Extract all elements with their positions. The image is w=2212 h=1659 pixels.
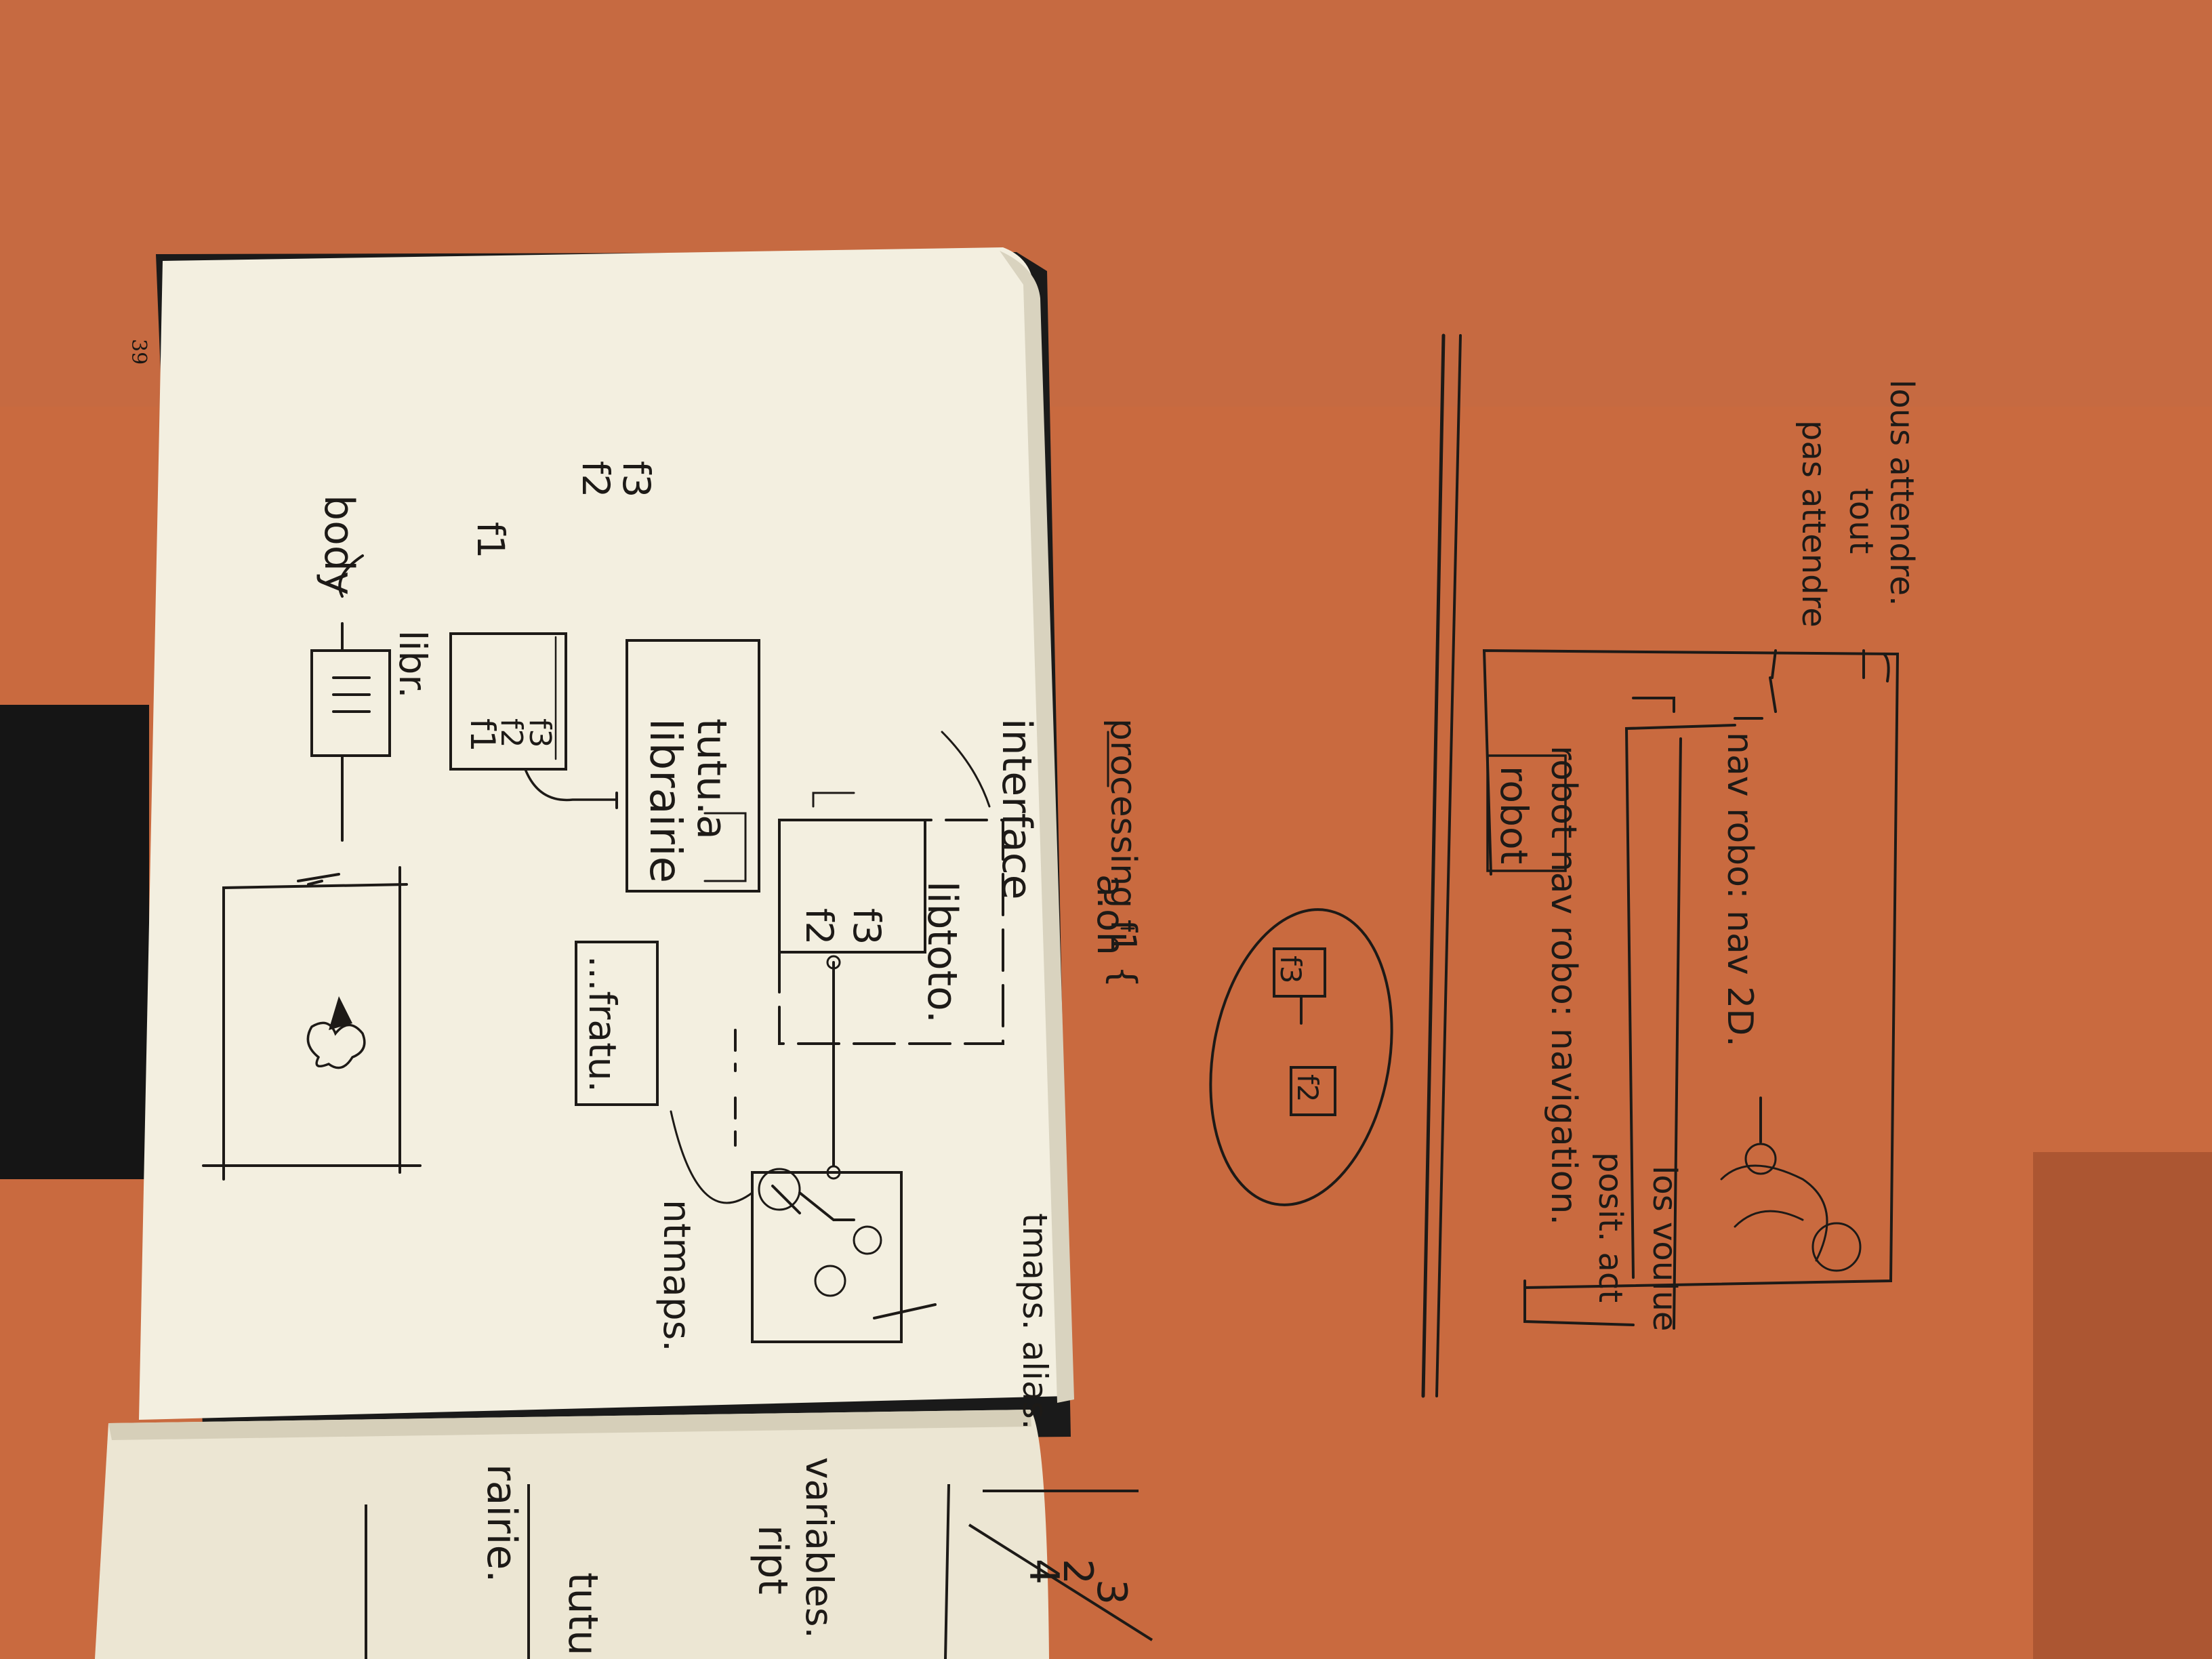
left-fragment-2: tutu [559, 1572, 607, 1656]
left-fragment-3: ript [749, 1525, 796, 1595]
page-number: 39 [127, 339, 150, 365]
label-posit: posit. act [1591, 1152, 1629, 1303]
label-f1-top: f1 [469, 522, 512, 558]
label-a-oh: a.oh [1089, 874, 1132, 956]
label-processing: processing f1 { [1103, 718, 1143, 988]
left-fragment-4: variables. [798, 1457, 841, 1639]
label-f2-box: f2 [494, 718, 529, 747]
right-page [139, 247, 1067, 1420]
label-librairie: librairie [640, 718, 690, 883]
label-nav-navigation: robot nav robo: navigation. [1543, 745, 1584, 1225]
sketch-ink [202, 333, 1900, 1398]
left-fragment-1: rairie. [478, 1464, 525, 1582]
label-f1-box: f1 [463, 718, 502, 752]
label-f3-top: f3 [615, 461, 658, 497]
label-body: body [315, 495, 363, 595]
label-ellipse-f3: f3 [1274, 956, 1307, 984]
label-ntmaps: ntmaps. [655, 1200, 699, 1352]
label-ellipse-f2: f2 [1291, 1074, 1324, 1103]
label-f3-toto: f3 [845, 908, 888, 945]
label-tmaps-alias: tmaps. alias. [1015, 1213, 1054, 1430]
label-pas-attendre: pas attendre [1795, 420, 1832, 628]
label-fratu: ...fratu. [581, 956, 624, 1092]
label-los-voulue: los voulue [1645, 1166, 1683, 1331]
label-interface: interface [993, 718, 1040, 900]
label-libr: libr. [391, 630, 434, 699]
left-page [95, 1410, 1049, 1659]
label-f2-top: f2 [574, 461, 617, 497]
table-shadow [0, 705, 149, 1179]
label-f2-toto: f2 [798, 908, 841, 945]
left-fragment-6: 2 [1054, 1559, 1101, 1584]
left-page-fragments: rairie. tutu ript variables. 4 2 3 [365, 1457, 1153, 1659]
label-libtoto: libtoto. [918, 881, 966, 1023]
label-tutu: tutu.a [688, 718, 735, 840]
label-tout: tout [1842, 488, 1880, 554]
left-fragment-7: 3 [1088, 1579, 1135, 1605]
label-nav2d: nav robo: nav 2D. [1719, 732, 1760, 1047]
label-lous-attendre: lous attendre. [1883, 380, 1921, 606]
label-robot: robot [1492, 766, 1536, 864]
label-f3-box: f3 [523, 718, 557, 747]
